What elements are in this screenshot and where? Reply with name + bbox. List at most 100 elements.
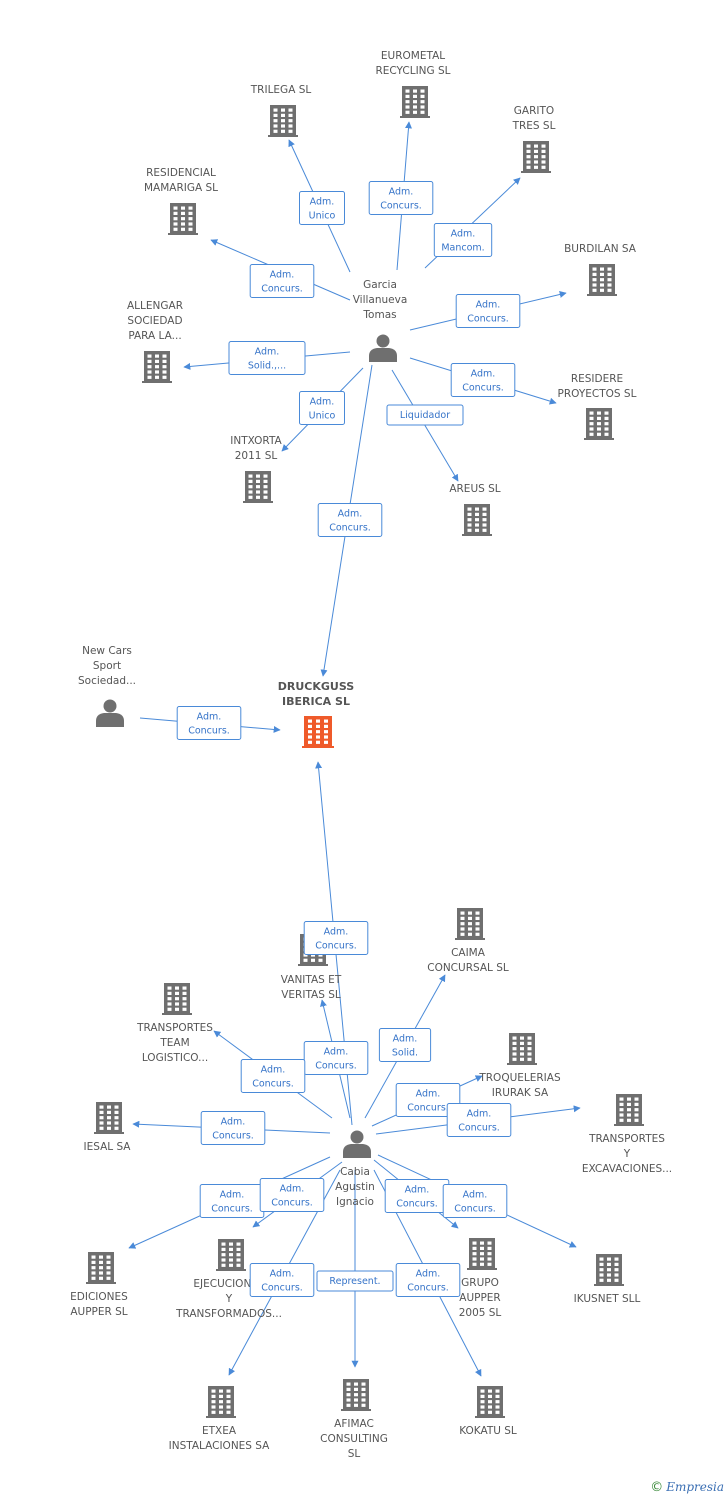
node-label: DRUCKGUSS bbox=[278, 680, 355, 693]
edge-label-garcia-eurometal[interactable]: Adm.Concurs. bbox=[368, 181, 434, 215]
edge-label-box bbox=[317, 503, 383, 537]
edge-label-cabia-vanitas[interactable]: Adm.Concurs. bbox=[303, 1041, 369, 1075]
node-label: TRANSPORTES bbox=[136, 1022, 213, 1034]
node-label: BURDILAN SA bbox=[564, 243, 637, 255]
edge-label-text: Adm. bbox=[220, 1190, 245, 1201]
edge-labels-layer: Adm. Concurs. Adm. Concurs. Adm. Concurs. Adm.… bbox=[176, 181, 521, 1297]
edge-label-text: Concurs. bbox=[467, 314, 509, 325]
edge-label-cabia-grupo[interactable]: Adm.Concurs. bbox=[384, 1179, 450, 1213]
node-transexc[interactable]: TRANSPORTESYEXCAVACIONES... bbox=[582, 1094, 672, 1175]
building-icon bbox=[587, 264, 617, 296]
edge-label-text: Mancom. bbox=[441, 243, 484, 254]
building-icon bbox=[86, 1252, 116, 1284]
edge-label-box bbox=[303, 1041, 369, 1075]
edge-label-text: Concurs. bbox=[252, 1079, 294, 1090]
building-icon bbox=[162, 983, 192, 1015]
edge-label-garcia-trilega[interactable]: Adm.Unico bbox=[299, 191, 345, 225]
node-label: IBERICA SL bbox=[282, 695, 350, 708]
edge-label-text: Adm. bbox=[221, 1117, 246, 1128]
edge-label-newcars-druckguss[interactable]: Adm.Concurs. bbox=[176, 706, 242, 740]
edge-label-cabia-ikusnet[interactable]: Adm.Concurs. bbox=[442, 1184, 508, 1218]
edge-label-garcia-areus[interactable]: Liquidador bbox=[386, 404, 464, 426]
node-label: Y bbox=[225, 1293, 233, 1305]
edge-label-cabia-iesal[interactable]: Adm.Concurs. bbox=[200, 1111, 266, 1145]
edge-label-garcia-residere[interactable]: Adm.Concurs. bbox=[450, 363, 516, 397]
edge-label-garcia-residencial[interactable]: Adm.Concurs. bbox=[249, 264, 315, 298]
edge-label-text: Liquidador bbox=[400, 410, 450, 421]
node-burdilan[interactable]: BURDILAN SA bbox=[564, 243, 637, 296]
edge-label-text: Concurs. bbox=[329, 523, 371, 534]
edge-label-cabia-afimac[interactable]: Represent. bbox=[316, 1270, 394, 1292]
edge-label-garcia-garito[interactable]: Adm.Mancom. bbox=[433, 223, 493, 257]
node-label: ETXEA bbox=[202, 1425, 237, 1437]
node-label: EXCAVACIONES... bbox=[582, 1163, 672, 1175]
node-label: INSTALACIONES SA bbox=[169, 1440, 271, 1452]
node-transteam[interactable]: TRANSPORTESTEAMLOGISTICO... bbox=[136, 983, 213, 1064]
edge-label-cabia-ejecuciones[interactable]: Adm.Concurs. bbox=[259, 1178, 325, 1212]
edge-label-text: Represent. bbox=[329, 1276, 380, 1287]
edge-label-text: Adm. bbox=[463, 1190, 488, 1201]
node-label: Ignacio bbox=[336, 1196, 374, 1208]
node-label: TEAM bbox=[159, 1037, 189, 1049]
brand-logo[interactable]: Empresia bbox=[666, 1480, 724, 1494]
node-label: 2005 SL bbox=[459, 1307, 502, 1319]
edge-label-cabia-troquelerias[interactable]: Adm.Concurs. bbox=[395, 1083, 461, 1117]
building-icon bbox=[584, 408, 614, 440]
edge-label-box bbox=[299, 191, 345, 225]
edge-label-text: Adm. bbox=[324, 1047, 349, 1058]
person-icon bbox=[96, 699, 124, 727]
edge-label-cabia-transteam[interactable]: Adm.Concurs. bbox=[240, 1059, 306, 1093]
edge-label-cabia-caima[interactable]: Adm.Solid. bbox=[378, 1028, 432, 1062]
edge-label-box bbox=[240, 1059, 306, 1093]
person-icon bbox=[369, 334, 397, 362]
node-druckguss[interactable]: DRUCKGUSS IBERICA SL bbox=[278, 680, 355, 748]
edge-label-text: Adm. bbox=[338, 509, 363, 520]
node-ejecuciones[interactable]: EJECUCIONESYTRANSFORMADOS... bbox=[175, 1239, 282, 1320]
node-newcars[interactable]: New CarsSportSociedad... bbox=[78, 645, 136, 727]
building-icon bbox=[400, 86, 430, 118]
edge-label-cabia-druckguss[interactable]: Adm.Concurs. bbox=[303, 921, 369, 955]
node-trilega[interactable]: TRILEGA SL bbox=[250, 84, 312, 137]
building-icon bbox=[94, 1102, 124, 1134]
node-label: ALLENGAR bbox=[127, 300, 183, 312]
node-label: EJECUCIONES bbox=[193, 1278, 265, 1290]
edge-label-garcia-druckguss[interactable]: Adm. Concurs. bbox=[317, 503, 383, 537]
person-icon bbox=[343, 1130, 371, 1158]
edge-label-text: Concurs. bbox=[261, 1283, 303, 1294]
edge-label-cabia-ediciones[interactable]: Adm.Concurs. bbox=[199, 1184, 265, 1218]
building-icon bbox=[243, 471, 273, 503]
edge-label-box bbox=[249, 1263, 315, 1297]
edge-label-cabia-etxea[interactable]: Adm.Concurs. bbox=[249, 1263, 315, 1297]
node-etxea[interactable]: ETXEA INSTALACIONES SA bbox=[169, 1386, 271, 1452]
building-icon bbox=[341, 1379, 371, 1411]
edge-label-box bbox=[455, 294, 521, 328]
edge-label-garcia-burdilan[interactable]: Adm.Concurs. bbox=[455, 294, 521, 328]
edge-label-text: Concurs. bbox=[407, 1283, 449, 1294]
node-kokatu[interactable]: KOKATU SL bbox=[459, 1386, 517, 1437]
node-label: INTXORTA bbox=[230, 435, 282, 447]
edge-label-box bbox=[395, 1263, 461, 1297]
edge-label-garcia-intxorta[interactable]: Adm.Unico bbox=[299, 391, 345, 425]
building-icon bbox=[216, 1239, 246, 1271]
edge-label-box bbox=[433, 223, 493, 257]
node-ikusnet[interactable]: IKUSNET SLL bbox=[574, 1254, 641, 1305]
edge-label-cabia-transexc[interactable]: Adm.Concurs. bbox=[446, 1103, 512, 1137]
node-areus[interactable]: AREUS SL bbox=[449, 483, 501, 536]
node-iesal[interactable]: IESAL SA bbox=[83, 1102, 131, 1153]
node-label: Cabia bbox=[340, 1166, 370, 1178]
edge-label-cabia-kokatu[interactable]: Adm.Concurs. bbox=[395, 1263, 461, 1297]
edge-label-garcia-allengar[interactable]: Adm.Solid.,... bbox=[228, 341, 306, 375]
